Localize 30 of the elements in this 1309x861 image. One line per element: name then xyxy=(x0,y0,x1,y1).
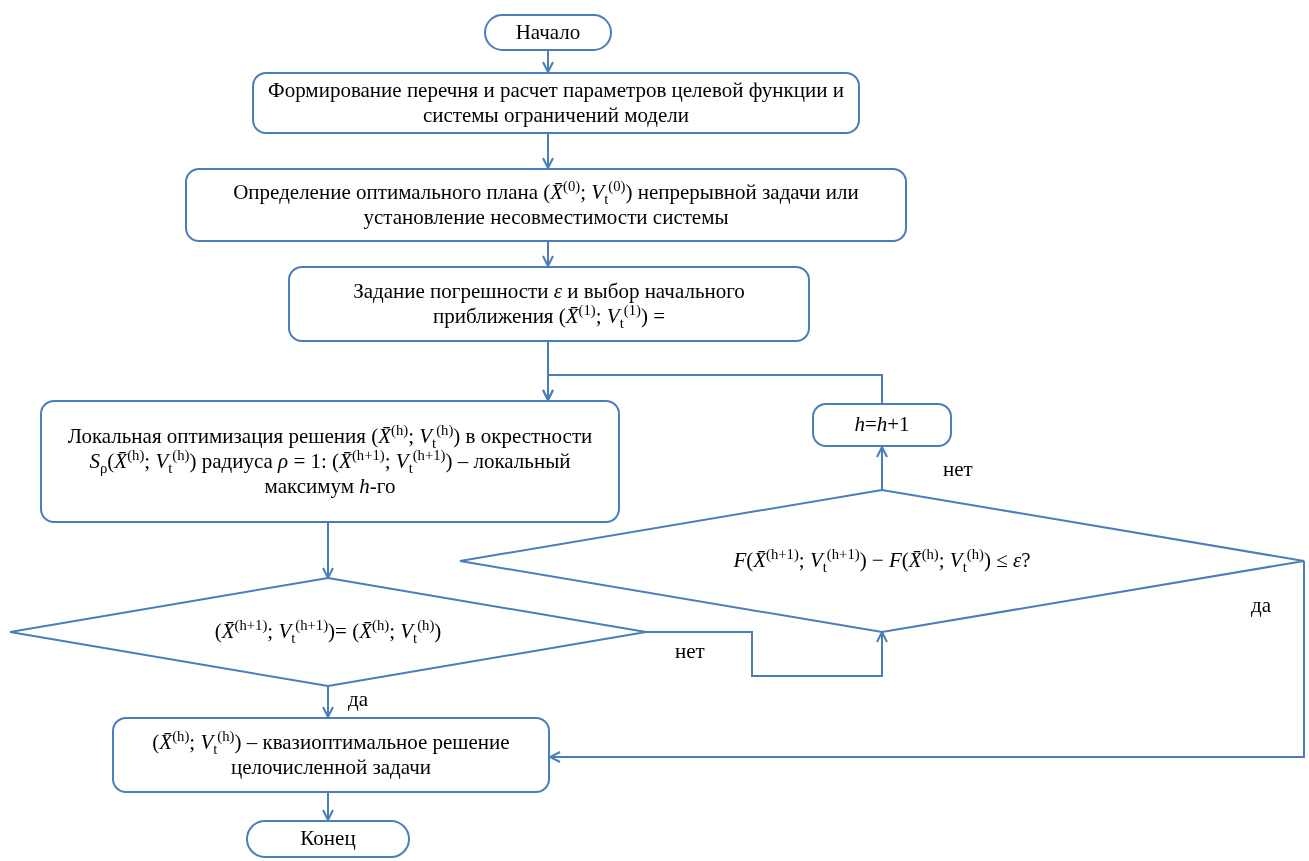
process-box xyxy=(252,72,860,134)
arrow xyxy=(542,374,883,404)
arrow xyxy=(645,631,888,677)
arrow xyxy=(322,522,334,579)
process-box xyxy=(812,403,952,447)
arrow xyxy=(322,685,334,718)
decision-diamond xyxy=(460,490,1304,632)
node-text: Определение оптимального плана (X̄$^{(0)}$; V$_{t}$$^{(0)}$) непрерывной задачи или установление несовместимости системы xyxy=(232,179,860,231)
node-text: (X̄$^{(h+1)}$; V$_{t}$$^{(h+1)}$)= (X̄$^{(h)}$; V$_{t}$$^{(h)}$) xyxy=(213,619,443,645)
node-text: Формирование перечня и расчет параметров целевой функции и системы ограничений модели xyxy=(267,77,845,129)
arrow xyxy=(876,446,888,491)
node-text: Локальная оптимизация решения (X̄$^{(h)}$; V$_{t}$$^{(h)}$) в окрестности S$_{ρ}$(X̄$^{(h)}$; V$_{t}$$^{(h)}$) радиуса ρ = 1: (X̄$^{(h+1)}$; V$_{t}$$^{(h+1)}$) – локальный максимум h-го xyxy=(66,423,594,500)
arrow xyxy=(322,792,334,821)
arrow xyxy=(542,133,554,169)
process-box xyxy=(112,717,550,793)
node-text: (X̄$^{(h)}$; V$_{t}$$^{(h)}$) – квазиоптимальное решение целочисленной задачи xyxy=(151,729,511,781)
node-text: Конец xyxy=(299,826,357,852)
process-box xyxy=(288,266,810,342)
node-text: F(X̄$^{(h+1)}$; V$_{t}$$^{(h+1)}$) − F(X̄$^{(h)}$; V$_{t}$$^{(h)}$) ≤ ε? xyxy=(732,548,1032,574)
arrow xyxy=(542,50,554,73)
arrow xyxy=(549,560,1305,763)
terminal-shape xyxy=(246,820,410,858)
process-box xyxy=(40,400,620,523)
arrow xyxy=(542,241,554,267)
node-text: h=h+1 xyxy=(853,412,911,438)
node-text: Задание погрешности ε и выбор начального приближения (X̄$^{(1)}$; V$_{t}$$^{(1)}$) = xyxy=(352,278,746,330)
node-text: Начало xyxy=(514,19,582,46)
terminal-shape xyxy=(484,14,612,51)
decision-diamond xyxy=(10,578,646,686)
process-box xyxy=(185,168,907,242)
